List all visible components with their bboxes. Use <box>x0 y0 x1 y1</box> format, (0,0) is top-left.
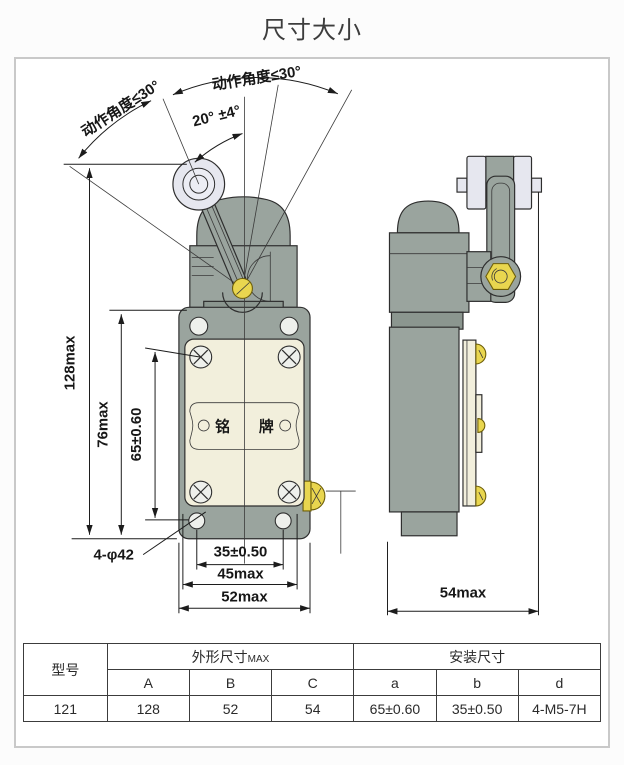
faceplate-screws <box>189 345 301 504</box>
dim-128-label: 128max <box>63 335 79 390</box>
side-view <box>388 155 543 537</box>
cell-a: 65±0.60 <box>353 695 437 723</box>
col-a: a <box>353 669 437 697</box>
header-outline-text: 外形尺寸 <box>191 648 248 665</box>
page: 尺寸大小 <box>14 17 610 749</box>
front-view: 铭 牌 <box>69 84 356 564</box>
side-roller-left <box>466 155 487 210</box>
dim-35-label: 35±0.50 <box>214 545 268 561</box>
table-subheader-row: A B C a b d <box>24 669 602 697</box>
page-title: 尺寸大小 <box>262 17 362 44</box>
dimension-diagram: 铭 牌 <box>63 62 543 616</box>
cell-d: 4-M5-7H <box>517 695 602 723</box>
dim-52-label: 52max <box>221 589 268 605</box>
angle-annotations: 动作角度≤30° 动作角度≤30° 20° ±4° <box>78 62 339 163</box>
col-B: B <box>188 669 273 697</box>
side-roller-right <box>513 155 533 210</box>
hex-nut <box>485 263 517 290</box>
side-head-dome <box>396 200 460 234</box>
header-model: 型号 <box>23 643 108 697</box>
side-plunger-dome <box>310 481 326 511</box>
col-b: b <box>435 669 519 697</box>
dim-65-label: 65±0.60 <box>129 408 145 462</box>
action-angle-left-label: 动作角度≤30° <box>78 76 163 140</box>
holes-label: 4-φ42 <box>93 548 133 564</box>
dim-54-label: 54max <box>440 585 487 601</box>
cell-b: 35±0.50 <box>435 695 519 723</box>
side-cover-strip <box>462 339 477 507</box>
nameplate-text-right: 牌 <box>259 417 274 435</box>
cell-C: 54 <box>271 695 355 723</box>
dim-45-label: 45max <box>217 566 264 582</box>
table-row: 121 128 52 54 65±0.60 35±0.50 4-M5-7H <box>23 695 602 723</box>
header-outline-max: MAX <box>247 653 270 665</box>
spec-table: 型号 外形尺寸MAX 安装尺寸 A B C a b d 121 128 <box>23 643 602 723</box>
action-angle-right-label: 动作角度≤30° <box>211 62 303 94</box>
table-header-group-row: 型号 外形尺寸MAX 安装尺寸 <box>23 643 601 697</box>
col-d: d <box>517 669 602 697</box>
side-body <box>388 326 460 513</box>
side-foot <box>400 511 458 537</box>
cell-model: 121 <box>23 695 108 723</box>
pretravel-angle-label: 20° ±4° <box>191 103 242 130</box>
col-A: A <box>106 669 190 697</box>
angle-lines <box>69 84 353 564</box>
nameplate-text-left: 铭 <box>215 417 230 435</box>
cell-A: 128 <box>106 695 190 723</box>
header-mounting-dims: 安装尺寸 <box>353 643 601 671</box>
side-head-block <box>388 232 470 313</box>
header-outline-dims: 外形尺寸MAX <box>106 643 355 671</box>
col-C: C <box>271 669 355 697</box>
nameplate: 铭 牌 <box>189 402 300 450</box>
dimensions: 128max 76max 65±0.60 4-φ42 35±0.50 <box>63 163 539 616</box>
cell-B: 52 <box>188 695 273 723</box>
diagram-panel: 铭 牌 <box>14 57 610 749</box>
dim-76-label: 76max <box>95 401 111 448</box>
